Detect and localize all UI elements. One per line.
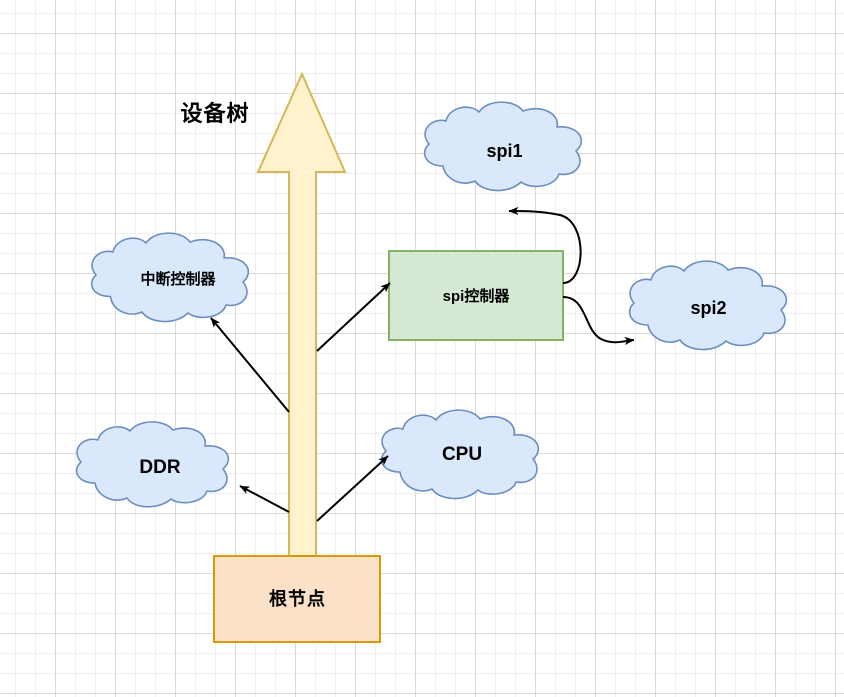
edge-root-to-spi-controller[interactable] bbox=[316, 282, 391, 352]
root-node-shape[interactable] bbox=[213, 555, 381, 643]
spi1-shape[interactable] bbox=[423, 101, 582, 192]
edge-root-to-ddr[interactable] bbox=[239, 485, 290, 513]
edge-root-to-cpu[interactable] bbox=[316, 455, 389, 522]
ddr-shape[interactable] bbox=[75, 421, 230, 508]
spi2-shape[interactable] bbox=[628, 260, 787, 351]
cpu-shape[interactable] bbox=[380, 409, 539, 500]
edge-root-to-interrupt-controller[interactable] bbox=[210, 317, 290, 413]
interrupt-controller-shape[interactable] bbox=[90, 232, 249, 323]
spi-controller-shape[interactable] bbox=[388, 250, 564, 341]
edge-spi-controller-to-spi1[interactable] bbox=[508, 206, 582, 284]
edge-spi-controller-to-spi2[interactable] bbox=[562, 296, 635, 346]
device-tree-arrow-shape[interactable] bbox=[256, 71, 347, 559]
